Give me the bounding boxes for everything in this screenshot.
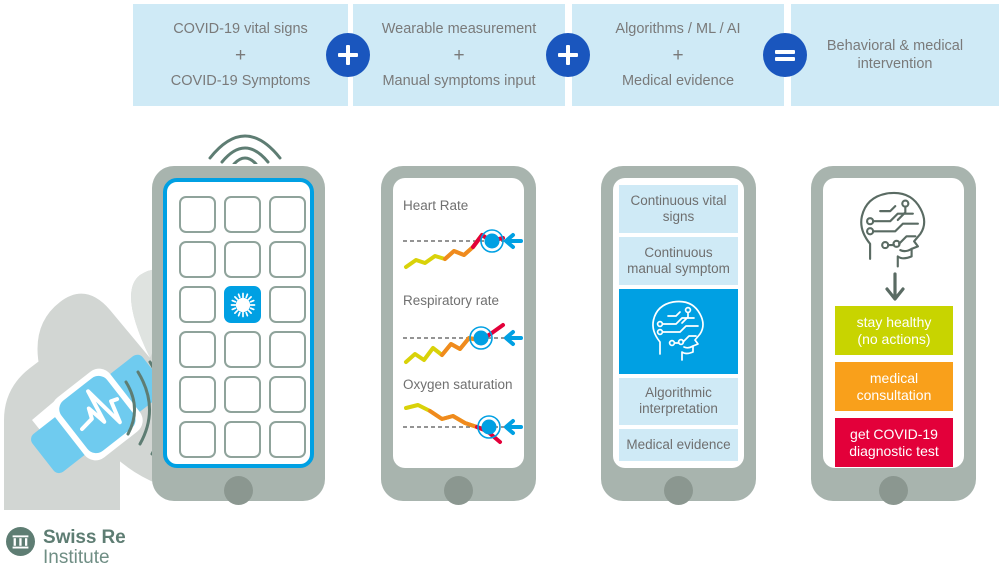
down-arrow-icon	[883, 272, 907, 302]
app-tile[interactable]	[224, 241, 261, 278]
header-box-intervention: Behavioral & medical intervention	[791, 4, 999, 106]
action-line1: medical	[869, 370, 919, 387]
vital-chart-label: Heart Rate	[403, 198, 469, 213]
action-get-diagnostic-test[interactable]: get COVID-19 diagnostic test	[835, 418, 953, 467]
action-line2: consultation	[856, 386, 932, 403]
header-box-line1: Algorithms / ML / AI	[615, 21, 741, 38]
outcome-actions: stay healthy (no actions) medical consul…	[835, 306, 953, 467]
home-button[interactable]	[224, 476, 253, 505]
coronavirus-app-icon[interactable]	[224, 286, 261, 323]
vital-chart-label: Respiratory rate	[403, 293, 500, 308]
app-tile[interactable]	[224, 376, 261, 413]
app-tile[interactable]	[179, 331, 216, 368]
equals-icon	[774, 44, 796, 66]
respiratory-rate-sparkline	[403, 323, 523, 364]
phone-4-screen[interactable]: stay healthy (no actions) medical consul…	[823, 178, 964, 468]
header-box-operator: +	[672, 44, 684, 66]
header-box-wearable-measurement: Wearable measurement + Manual symptoms i…	[353, 4, 565, 106]
app-tile[interactable]	[179, 286, 216, 323]
action-line2: diagnostic test	[849, 442, 939, 459]
app-tile[interactable]	[179, 421, 216, 458]
app-tile[interactable]	[269, 421, 306, 458]
logo-name: Swiss Re	[43, 527, 126, 548]
phone-1-screen[interactable]	[163, 178, 314, 468]
heart-rate-sparkline	[403, 229, 523, 269]
plus-icon	[337, 44, 359, 66]
action-stay-healthy[interactable]: stay healthy (no actions)	[835, 306, 953, 355]
inputs-stack: Continuous vital signs Continuous manual…	[619, 185, 738, 461]
vital-chart-respiratory-rate: Respiratory rate	[403, 293, 523, 370]
app-tile[interactable]	[269, 241, 306, 278]
action-line2: (no actions)	[857, 330, 931, 347]
ai-head-icon	[855, 188, 933, 272]
wifi-signal-icon	[200, 118, 290, 164]
app-grid[interactable]	[179, 196, 306, 458]
header-box-line1: COVID-19 vital signs	[173, 21, 308, 38]
app-tile[interactable]	[269, 376, 306, 413]
phone-algorithm-inputs[interactable]: Continuous vital signs Continuous manual…	[601, 166, 756, 505]
header-box-operator: +	[453, 44, 465, 66]
phone-wearable-app[interactable]	[152, 166, 325, 505]
phone-3-screen[interactable]: Continuous vital signs Continuous manual…	[613, 178, 744, 468]
left-arrow-icon	[504, 233, 523, 249]
swiss-re-institute-logo: Swiss Re Institute	[6, 527, 126, 568]
phone-vitals-charts[interactable]: Heart Rate Respiratory rate	[381, 166, 536, 505]
home-button[interactable]	[879, 476, 908, 505]
swiss-re-temple-icon	[6, 527, 35, 556]
app-tile[interactable]	[269, 196, 306, 233]
header-box-algorithms: Algorithms / ML / AI + Medical evidence	[572, 4, 784, 106]
header-box-line1: Behavioral & medical	[826, 37, 964, 54]
app-tile[interactable]	[224, 421, 261, 458]
stack-item-continuous-vital-signs[interactable]: Continuous vital signs	[619, 185, 738, 233]
app-tile[interactable]	[269, 331, 306, 368]
stack-item-ai-head[interactable]	[619, 288, 738, 374]
stack-item-algorithmic-interpretation[interactable]: Algorithmic interpretation	[619, 377, 738, 426]
operator-equals	[763, 33, 807, 77]
oxygen-saturation-sparkline	[403, 403, 523, 444]
header-box-line2: Manual symptoms input	[382, 72, 536, 89]
operator-plus-2	[546, 33, 590, 77]
header-box-line1: Wearable measurement	[381, 21, 537, 38]
header-box-line2: Medical evidence	[621, 72, 735, 89]
left-arrow-icon	[504, 330, 523, 346]
phone-2-screen[interactable]: Heart Rate Respiratory rate	[393, 178, 524, 468]
app-tile[interactable]	[179, 196, 216, 233]
header-band: COVID-19 vital signs + COVID-19 Symptoms…	[0, 0, 1000, 110]
app-tile[interactable]	[269, 286, 306, 323]
logo-subtitle: Institute	[43, 546, 110, 568]
action-line1: get COVID-19	[850, 426, 938, 443]
header-box-line2: intervention	[857, 56, 933, 72]
home-button[interactable]	[664, 476, 693, 505]
header-box-vital-signs: COVID-19 vital signs + COVID-19 Symptoms	[133, 4, 348, 106]
app-tile[interactable]	[224, 196, 261, 233]
vital-chart-heart-rate: Heart Rate	[403, 198, 523, 275]
ai-head-icon	[651, 300, 704, 361]
app-tile[interactable]	[179, 241, 216, 278]
header-box-operator: +	[234, 44, 247, 66]
header-box-line2: COVID-19 Symptoms	[170, 72, 311, 89]
vital-chart-label: Oxygen saturation	[403, 377, 513, 392]
home-button[interactable]	[444, 476, 473, 505]
stack-item-medical-evidence[interactable]: Medical evidence	[619, 429, 738, 461]
phone-intervention-outcomes[interactable]: stay healthy (no actions) medical consul…	[811, 166, 976, 505]
app-tile[interactable]	[179, 376, 216, 413]
plus-icon	[557, 44, 579, 66]
stack-item-continuous-manual-symptom[interactable]: Continuous manual symptom	[619, 236, 738, 285]
action-line1: stay healthy	[856, 314, 932, 331]
action-medical-consultation[interactable]: medical consultation	[835, 362, 953, 411]
app-tile[interactable]	[224, 331, 261, 368]
vital-chart-oxygen-saturation: Oxygen saturation	[403, 377, 523, 454]
operator-plus-1	[326, 33, 370, 77]
left-arrow-icon	[504, 419, 523, 435]
